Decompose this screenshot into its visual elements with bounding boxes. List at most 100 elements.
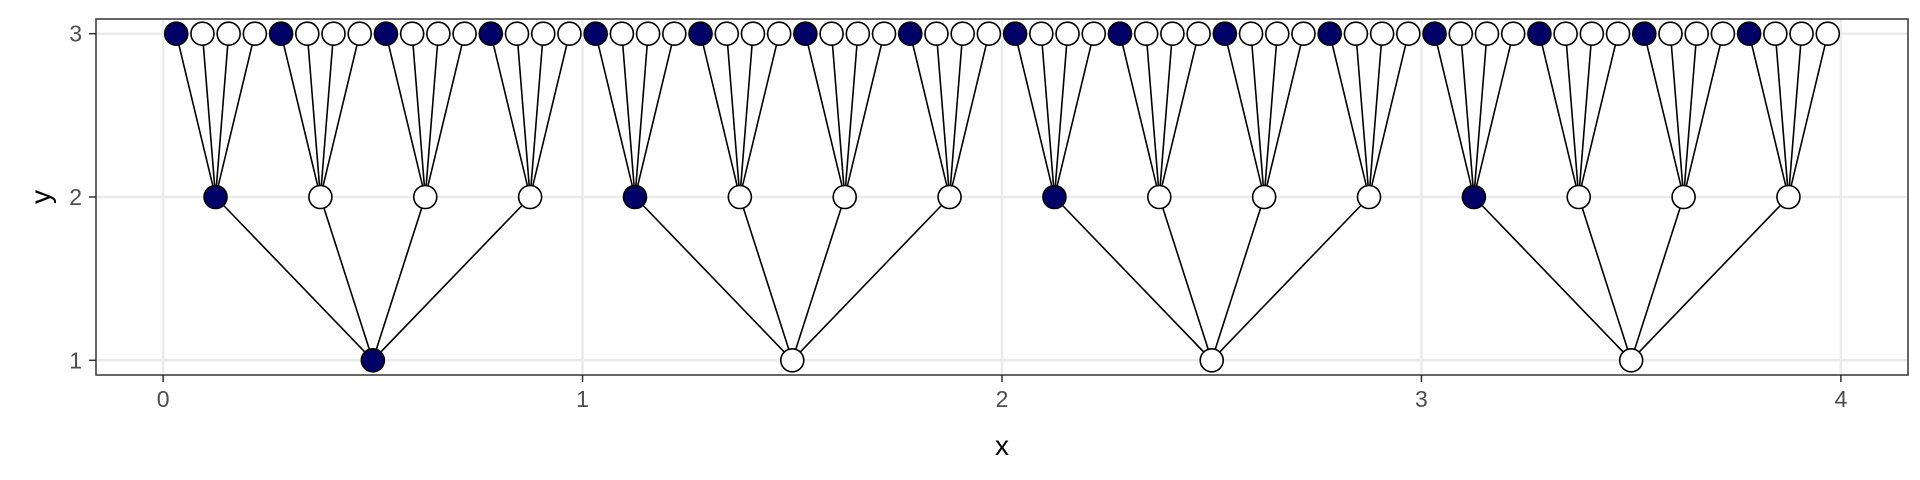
tree-edge bbox=[372, 196, 531, 361]
filled-node bbox=[1527, 21, 1552, 46]
x-axis-title: x bbox=[995, 430, 1009, 461]
empty-node bbox=[1605, 21, 1631, 46]
tree-edge bbox=[804, 33, 846, 198]
empty-node bbox=[1251, 184, 1277, 210]
filled-node bbox=[1042, 184, 1067, 210]
tree-edge bbox=[634, 196, 793, 361]
tree-edge bbox=[175, 33, 217, 198]
empty-node bbox=[609, 21, 635, 46]
tree-edge bbox=[1119, 33, 1161, 198]
empty-node bbox=[1566, 184, 1592, 210]
tree-edge bbox=[830, 33, 846, 198]
tree-edge bbox=[1053, 196, 1213, 361]
tree-edge bbox=[1787, 33, 1803, 198]
empty-node bbox=[1055, 21, 1080, 46]
tree-edge bbox=[935, 33, 951, 198]
nodes bbox=[163, 21, 1841, 373]
tree-edge bbox=[1368, 33, 1383, 198]
empty-node bbox=[399, 21, 425, 46]
tree-edge bbox=[1577, 196, 1632, 361]
x-tick-label: 3 bbox=[1415, 386, 1428, 412]
y-tick-label: 2 bbox=[69, 184, 82, 210]
tree-edge bbox=[1459, 33, 1475, 198]
empty-node bbox=[1369, 21, 1395, 46]
tree-edge bbox=[1040, 33, 1056, 198]
empty-node bbox=[779, 348, 805, 373]
filled-node bbox=[268, 21, 294, 46]
filled-node bbox=[203, 184, 228, 210]
empty-node bbox=[190, 21, 215, 46]
filled-node bbox=[1631, 21, 1657, 46]
tree-edge bbox=[1014, 33, 1056, 198]
tree-edge bbox=[843, 33, 859, 198]
tree-edge bbox=[1682, 33, 1724, 198]
tree-edge bbox=[1630, 196, 1790, 361]
tree-edge bbox=[1328, 33, 1370, 198]
empty-node bbox=[1710, 21, 1736, 46]
filled-node bbox=[1461, 184, 1487, 210]
empty-node bbox=[924, 21, 949, 46]
x-tick-label: 0 bbox=[157, 386, 170, 412]
x-tick-label: 1 bbox=[576, 386, 589, 412]
tree-edge bbox=[1211, 196, 1370, 361]
empty-node bbox=[308, 184, 333, 210]
filled-node bbox=[1422, 21, 1447, 46]
tree-edge bbox=[909, 33, 951, 198]
empty-node bbox=[845, 21, 871, 46]
tree-edge bbox=[1053, 33, 1069, 198]
tree-edge bbox=[516, 33, 531, 198]
tree-edge bbox=[843, 33, 885, 198]
empty-node bbox=[1671, 184, 1696, 210]
tree-edge bbox=[280, 33, 322, 198]
empty-node bbox=[1160, 21, 1185, 46]
tree-edge bbox=[594, 33, 636, 198]
empty-node bbox=[662, 21, 687, 46]
y-tick-label: 3 bbox=[69, 21, 82, 47]
empty-node bbox=[635, 21, 661, 46]
filled-node bbox=[163, 21, 189, 46]
empty-node bbox=[216, 21, 241, 46]
tree-edge bbox=[791, 196, 846, 361]
empty-node bbox=[1500, 21, 1526, 46]
filled-node bbox=[897, 21, 923, 46]
empty-node bbox=[452, 21, 477, 46]
tree-edge bbox=[529, 33, 545, 198]
grid-lines bbox=[96, 19, 1908, 375]
empty-node bbox=[1684, 21, 1710, 46]
filled-node bbox=[688, 21, 713, 46]
empty-node bbox=[976, 21, 1002, 46]
filled-node bbox=[583, 21, 608, 46]
empty-node bbox=[1029, 21, 1054, 46]
filled-node bbox=[360, 348, 386, 373]
empty-node bbox=[412, 184, 438, 210]
empty-node bbox=[937, 184, 962, 210]
filled-node bbox=[1736, 21, 1762, 46]
tree-edge bbox=[214, 33, 230, 198]
tree-edge bbox=[1473, 33, 1488, 198]
tree-edge bbox=[319, 33, 361, 198]
tree-edge bbox=[1433, 33, 1475, 198]
empty-node bbox=[727, 184, 753, 210]
empty-node bbox=[1199, 348, 1225, 373]
filled-node bbox=[373, 21, 399, 46]
tree-edge bbox=[1263, 33, 1279, 198]
y-tick-label: 1 bbox=[69, 347, 82, 373]
tree-edge bbox=[1774, 33, 1790, 198]
empty-node bbox=[1146, 184, 1172, 210]
empty-node bbox=[426, 21, 451, 46]
tree-edge bbox=[1748, 33, 1790, 198]
tree-edge bbox=[1643, 33, 1685, 198]
filled-node bbox=[1317, 21, 1342, 46]
empty-node bbox=[1448, 21, 1474, 46]
tree-edge bbox=[725, 33, 741, 198]
empty-node bbox=[1396, 21, 1421, 46]
tree-edge bbox=[1355, 33, 1370, 198]
tree-edge bbox=[201, 33, 217, 198]
tree-edge bbox=[214, 33, 256, 198]
tree-edge bbox=[372, 196, 427, 361]
tree-edge bbox=[1145, 33, 1161, 198]
tree-edge bbox=[1473, 196, 1632, 361]
empty-node bbox=[347, 21, 373, 46]
empty-node bbox=[242, 21, 268, 46]
